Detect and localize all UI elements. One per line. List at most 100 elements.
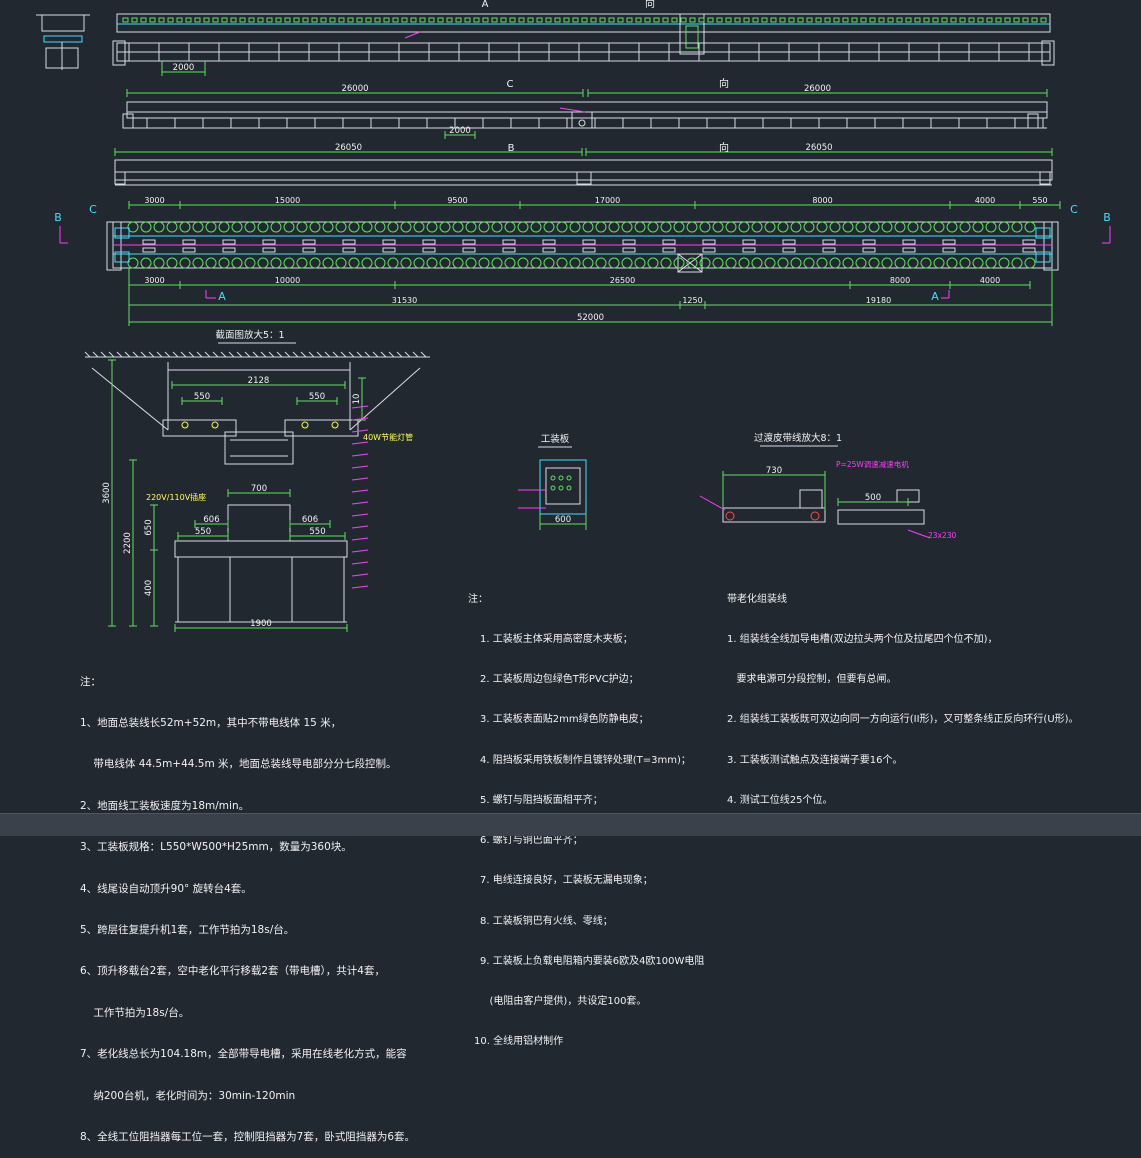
- drawing-rect: [182, 247, 196, 253]
- workstation-marker-top: [270, 221, 282, 233]
- dimension-label: 650: [144, 519, 154, 535]
- workstation-marker-top: [738, 221, 750, 233]
- workstation-marker-bottom: [465, 257, 477, 269]
- drawing-rect: [382, 239, 396, 245]
- top-view-roller: [689, 17, 696, 23]
- drawing-rect: [702, 239, 716, 245]
- top-view-roller: [518, 17, 525, 23]
- drawing-rect: [582, 239, 596, 245]
- notes-main-line: 5、跨层往复提升机1套，工作节拍为18s/台。: [80, 923, 295, 936]
- top-view-roller: [905, 17, 912, 23]
- top-view-roller: [698, 17, 705, 23]
- workstation-marker-bottom: [595, 257, 607, 269]
- notes-board-line: 3. 工装板表面贴2mm绿色防静电皮；: [480, 714, 649, 726]
- workstation-marker-bottom: [543, 257, 555, 269]
- workstation-marker-bottom: [1011, 257, 1023, 269]
- notes-aging-line: 1. 组装线全线加导电槽(双边拉头两个位及拉尾四个位不加)，: [727, 634, 998, 646]
- dimension-label: 3000: [144, 276, 164, 285]
- dimension-label: 17000: [595, 196, 620, 205]
- top-view-roller: [977, 17, 984, 23]
- drawing-line: [284, 351, 291, 358]
- drawing-rect: [126, 111, 1048, 119]
- top-view-roller: [797, 17, 804, 23]
- drawing-line: [324, 351, 331, 358]
- workstation-marker-bottom: [478, 257, 490, 269]
- drawing-rect: [502, 247, 516, 253]
- section-marker-direction: 向: [645, 0, 655, 10]
- workstation-marker-top: [972, 221, 984, 233]
- drawing-rect: [982, 247, 996, 253]
- workstation-marker-bottom: [231, 257, 243, 269]
- drawing-line: [351, 513, 369, 517]
- workstation-marker-bottom: [712, 257, 724, 269]
- static-linework: [36, 13, 1059, 623]
- top-view-roller: [707, 17, 714, 23]
- top-view-roller: [671, 17, 678, 23]
- workstation-marker-bottom: [647, 257, 659, 269]
- workstation-marker-top: [426, 221, 438, 233]
- dimension-label: 10000: [275, 276, 300, 285]
- workstation-marker-top: [920, 221, 932, 233]
- top-view-roller: [761, 17, 768, 23]
- workstation-marker-bottom: [855, 257, 867, 269]
- notes-board-line: 9. 工装板上负载电阻箱内要装6欧及4欧100W电阻: [480, 955, 705, 967]
- drawing-rect: [837, 509, 925, 525]
- drawing-line: [348, 351, 355, 358]
- dimension-label: 2000: [449, 126, 471, 136]
- dimension-label: 550: [195, 527, 211, 537]
- drawing-rect: [576, 171, 592, 185]
- top-view-roller: [392, 17, 399, 23]
- drawing-rect: [1022, 247, 1036, 253]
- dimension-label: 606: [302, 515, 318, 525]
- workstation-marker-bottom: [881, 257, 893, 269]
- workstation-marker-top: [660, 221, 672, 233]
- top-view-roller: [986, 17, 993, 23]
- drawing-line: [260, 351, 267, 358]
- workstation-marker-top: [283, 221, 295, 233]
- contact-point: [558, 475, 564, 481]
- drawing-rect: [1035, 251, 1051, 263]
- workstation-marker-top: [465, 221, 477, 233]
- top-view-roller: [770, 17, 777, 23]
- top-view-roller: [824, 17, 831, 23]
- top-view-roller: [248, 17, 255, 23]
- workstation-marker-top: [595, 221, 607, 233]
- workstation-marker-bottom: [764, 257, 776, 269]
- drawing-rect: [702, 247, 716, 253]
- notes-main-line: 纳200台机，老化时间为：30min-120min: [80, 1089, 296, 1102]
- dimension-label: 700: [251, 484, 267, 494]
- workstation-marker-top: [478, 221, 490, 233]
- dimension-label: 730: [766, 466, 782, 476]
- workstation-marker-bottom: [829, 257, 841, 269]
- dimension-label: 52000: [577, 313, 604, 323]
- top-view-roller: [473, 17, 480, 23]
- top-view-roller: [581, 17, 588, 23]
- lamp-label: 40W节能灯管: [363, 432, 413, 442]
- workstation-marker-bottom: [517, 257, 529, 269]
- drawing-line: [351, 441, 369, 445]
- drawing-line: [164, 351, 171, 358]
- top-view-roller: [176, 17, 183, 23]
- drawing-rect: [116, 13, 1051, 33]
- top-view-roller: [167, 17, 174, 23]
- workstation-marker-bottom: [582, 257, 594, 269]
- workstation-marker-bottom: [374, 257, 386, 269]
- workstation-marker-bottom: [946, 257, 958, 269]
- top-view-roller: [653, 17, 660, 23]
- workstation-marker-top: [751, 221, 763, 233]
- workstation-marker-bottom: [244, 257, 256, 269]
- workstation-marker-bottom: [842, 257, 854, 269]
- dimension-label: 15000: [275, 196, 300, 205]
- workstation-marker-bottom: [179, 257, 191, 269]
- top-view-roller: [716, 17, 723, 23]
- dimension-label: 550: [309, 392, 325, 402]
- top-view-roller: [554, 17, 561, 23]
- top-view-roller: [725, 17, 732, 23]
- top-view-roller: [626, 17, 633, 23]
- notes-board-line: (电阻由客户提供)，共设定100套。: [480, 996, 647, 1007]
- drawing-rect: [162, 419, 237, 437]
- top-view-roller: [464, 17, 471, 23]
- top-view-roller: [1022, 17, 1029, 23]
- board-detail-title: 工装板: [541, 433, 570, 445]
